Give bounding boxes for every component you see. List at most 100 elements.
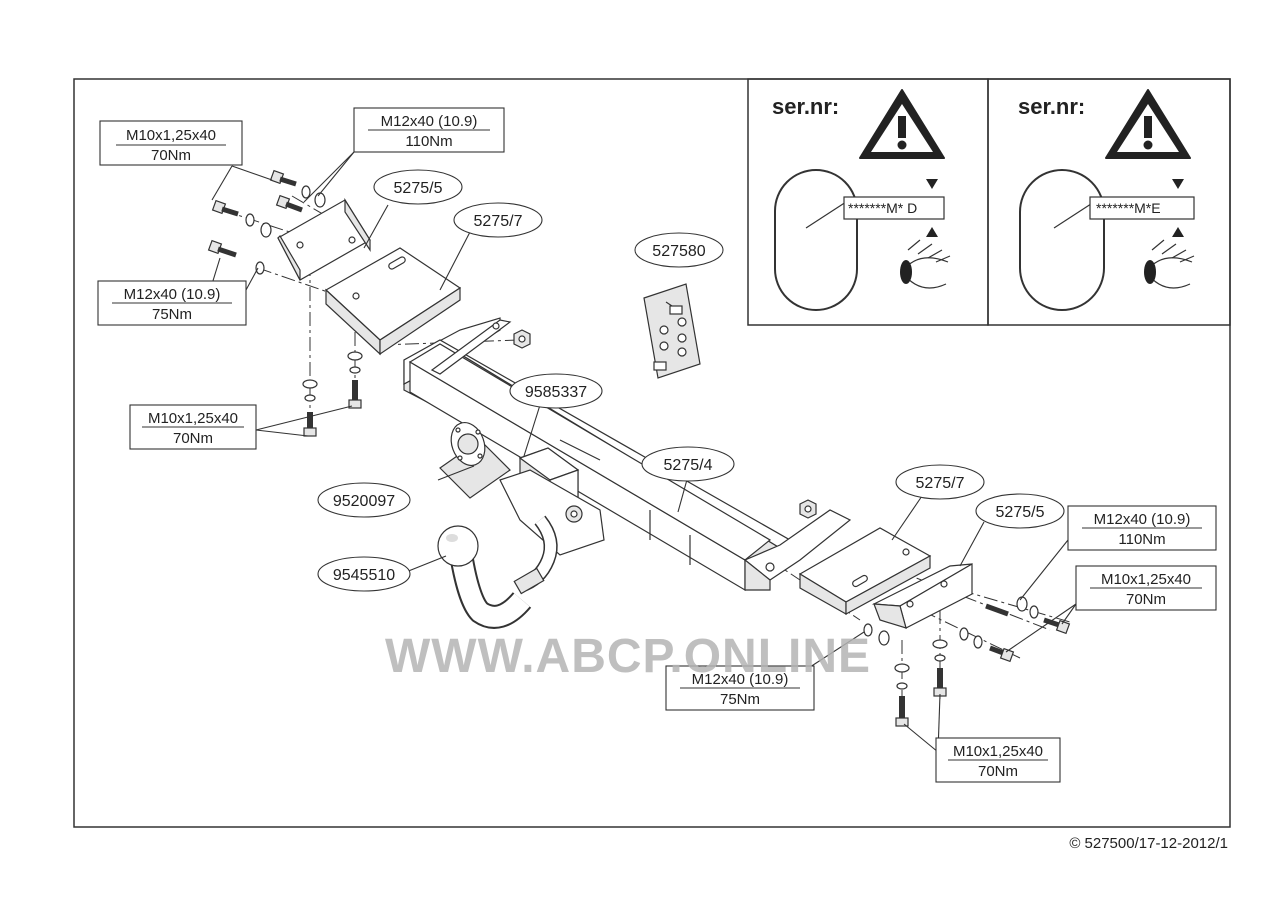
diagram-frame (73, 78, 1231, 828)
torque-value: 70Nm (1126, 591, 1166, 608)
plate-outline (1019, 169, 1105, 311)
bolt-spec: M10x1,25x40 (148, 410, 238, 427)
part-number: 5275/5 (996, 504, 1045, 521)
arrow-up-icon (926, 227, 938, 237)
washer-icon (349, 366, 361, 374)
washer-icon (934, 654, 946, 662)
part-label-9585337: 9585337 (509, 373, 603, 409)
torque-value: 70Nm (978, 763, 1018, 780)
washer-icon (932, 639, 948, 649)
part-number: 5275/7 (474, 213, 523, 230)
serial-code: *******M* D (848, 200, 917, 216)
torque-value: 75Nm (152, 306, 192, 323)
part-number: 9585337 (525, 384, 587, 401)
bolt-icon (269, 169, 297, 187)
serial-code-box (1089, 196, 1195, 220)
warning-icon (1105, 89, 1191, 159)
washer-icon (896, 682, 908, 690)
bolt-spec: M10x1,25x40 (953, 743, 1043, 760)
bolt-spec: M10x1,25x40 (1101, 571, 1191, 588)
right-mounting-plate (798, 527, 932, 616)
electric-kit-pack (643, 283, 701, 379)
plate-outline (774, 169, 858, 311)
spec-box-m12-right: M12x40 (10.9) 110Nm (1067, 505, 1217, 551)
bolt-spec: M12x40 (10.9) (1094, 511, 1191, 528)
serial-title: ser.nr: (772, 94, 839, 119)
washer-icon (260, 222, 272, 238)
left-mounting-plate (324, 247, 462, 356)
bolt-icon (348, 380, 362, 409)
left-fasteners (207, 169, 363, 437)
washer-icon (302, 379, 318, 389)
tow-ball (437, 525, 532, 629)
spec-box-m12-top: M12x40 (10.9) 110Nm (353, 107, 505, 153)
washer-icon (304, 394, 316, 402)
part-number: 5275/7 (916, 475, 965, 492)
torque-value: 75Nm (720, 691, 760, 708)
spec-box-m10-right: M10x1,25x40 70Nm (1075, 565, 1217, 611)
torque-value: 110Nm (405, 133, 452, 150)
nut-icon (799, 499, 817, 519)
bolt-icon (895, 696, 909, 727)
warning-icon (859, 89, 945, 159)
part-label-5275-7-left: 5275/7 (453, 202, 543, 238)
washer-icon (255, 261, 265, 275)
washer-icon (894, 663, 910, 673)
serial-panel-left: ser.nr: *******M* D (747, 78, 989, 326)
washer-icon (973, 635, 983, 649)
part-label-5275-5-left: 5275/5 (373, 169, 463, 205)
bolt-icon (989, 645, 1015, 663)
socket-holder-plate (439, 422, 511, 499)
washer-icon (959, 627, 969, 641)
watermark: WWW.ABCP.ONLINE (385, 630, 871, 683)
spec-box-m10-left: M10x1,25x40 70Nm (129, 404, 257, 450)
bolt-icon (933, 668, 947, 697)
washer-icon (301, 185, 311, 199)
bolt-spec: M12x40 (10.9) (124, 286, 221, 303)
washer-icon (1016, 596, 1028, 612)
right-fasteners (863, 596, 1071, 727)
bolt-icon (275, 194, 303, 213)
nut-icon (513, 329, 531, 349)
washer-icon (245, 213, 255, 227)
torque-value: 110Nm (1118, 531, 1165, 548)
torque-value: 70Nm (151, 147, 191, 164)
spec-box-m10-top-left: M10x1,25x40 70Nm (99, 120, 243, 166)
arrow-down-icon (1172, 179, 1184, 189)
part-label-5275-7-right: 5275/7 (895, 464, 985, 500)
eye-icon (1144, 239, 1195, 289)
right-side-bracket (871, 562, 973, 629)
bolt-spec: M10x1,25x40 (126, 127, 216, 144)
serial-code: *******M*E (1096, 200, 1161, 216)
part-label-5275-4: 5275/4 (641, 446, 735, 482)
part-label-9520097: 9520097 (317, 482, 411, 518)
leader-lines (211, 151, 1077, 753)
left-side-bracket (277, 197, 371, 281)
spec-box-m10-bottom: M10x1,25x40 70Nm (935, 737, 1061, 783)
serial-code-box (843, 196, 945, 220)
arrow-down-icon (926, 179, 938, 189)
spec-box-m12-left: M12x40 (10.9) 75Nm (97, 280, 247, 326)
torque-value: 70Nm (173, 430, 213, 447)
part-label-527580: 527580 (634, 232, 724, 268)
part-label-9545510: 9545510 (317, 556, 411, 592)
document-reference: © 527500/17-12-2012/1 (1069, 835, 1228, 852)
bolt-spec: M12x40 (10.9) (381, 113, 478, 130)
part-number: 5275/5 (394, 180, 443, 197)
bolt-icon (985, 603, 1009, 617)
part-number: 5275/4 (664, 457, 713, 474)
part-label-5275-5-right: 5275/5 (975, 493, 1065, 529)
part-number: 9520097 (333, 493, 395, 510)
washer-icon (347, 351, 363, 361)
bolt-icon (303, 412, 317, 437)
serial-title: ser.nr: (1018, 94, 1085, 119)
bolt-spec: M12x40 (10.9) (692, 671, 789, 688)
part-number: 527580 (652, 243, 705, 260)
serial-panel-right: ser.nr: *******M*E (987, 78, 1231, 326)
spec-box-m12-bottom: M12x40 (10.9) 75Nm (665, 665, 815, 711)
washer-icon (863, 623, 873, 637)
washer-icon (878, 630, 890, 646)
bolt-icon (1043, 617, 1071, 635)
bolt-icon (207, 239, 237, 258)
washer-icon (1029, 605, 1039, 619)
